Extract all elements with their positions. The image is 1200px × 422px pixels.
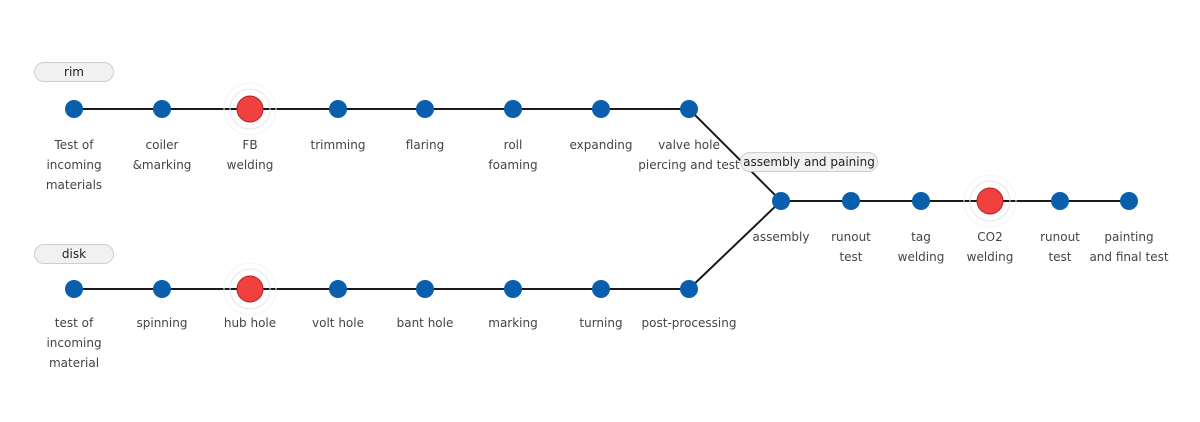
highlight-ring: [963, 174, 1017, 228]
assembly-step-label: painting and final test: [1089, 230, 1169, 264]
assembly-step-node: [842, 192, 860, 210]
rim-step-label: expanding: [569, 138, 633, 152]
disk-step-node: [504, 280, 522, 298]
assembly-step-label: runout test: [1040, 230, 1080, 264]
assembly-step-label: assembly: [752, 230, 810, 244]
disk-step-node: [223, 262, 277, 316]
node-dot: [592, 100, 610, 118]
rim-step-node: [153, 100, 171, 118]
disk-step-label: post-processing: [641, 316, 737, 330]
rim-step-label: valve hole piercing and test: [638, 138, 740, 172]
rim-step-node: [416, 100, 434, 118]
disk-step-node: [65, 280, 83, 298]
assembly-step-node: [912, 192, 930, 210]
flow-lines: [74, 108, 1129, 290]
node-dot: [153, 280, 171, 298]
rim-step-node: [223, 82, 277, 136]
node-dot: [65, 100, 83, 118]
highlight-ring: [229, 88, 271, 130]
node-dot: [680, 100, 698, 118]
flow-nodes: [65, 82, 1138, 316]
assembly-step-label: runout test: [831, 230, 871, 264]
node-dot: [1120, 192, 1138, 210]
disk-step-node: [329, 280, 347, 298]
highlight-node-dot: [236, 275, 264, 303]
assembly-section-label: assembly and paining: [740, 152, 878, 172]
assembly-step-node: [1120, 192, 1138, 210]
highlight-node-dot: [236, 95, 264, 123]
assembly-step-node: [1051, 192, 1069, 210]
node-dot: [842, 192, 860, 210]
disk-step-node: [416, 280, 434, 298]
node-dot: [592, 280, 610, 298]
node-dot: [153, 100, 171, 118]
rim-step-label: trimming: [310, 138, 366, 152]
rim-step-node: [680, 100, 698, 118]
disk-step-node: [680, 280, 698, 298]
highlight-ring: [223, 82, 277, 136]
disk-step-label: volt hole: [312, 316, 364, 330]
rim-step-label: FB welding: [226, 138, 274, 172]
assembly-step-node: [772, 192, 790, 210]
rim-to-assembly-connector: [688, 108, 782, 202]
node-dot: [1051, 192, 1069, 210]
disk-step-label: marking: [488, 316, 538, 330]
disk-step-node: [153, 280, 171, 298]
disk-step-label: test of incoming material: [46, 316, 102, 370]
node-dot: [416, 100, 434, 118]
highlight-ring: [969, 180, 1011, 222]
rim-section-label: rim: [34, 62, 114, 82]
highlight-node-dot: [976, 187, 1004, 215]
rim-step-label: coiler &marking: [132, 138, 192, 172]
rim-step-label: Test of incoming materials: [45, 138, 103, 192]
assembly-step-label: CO2 welding: [966, 230, 1014, 264]
disk-step-label: turning: [579, 316, 623, 330]
node-dot: [772, 192, 790, 210]
disk-step-label: spinning: [136, 316, 188, 330]
disk-step-label: bant hole: [396, 316, 454, 330]
node-dot: [329, 280, 347, 298]
node-dot: [680, 280, 698, 298]
node-dot: [416, 280, 434, 298]
node-dot: [65, 280, 83, 298]
rim-step-node: [65, 100, 83, 118]
disk-to-assembly-connector: [688, 200, 782, 290]
assembly-step-label: tag welding: [897, 230, 945, 264]
rim-step-node: [504, 100, 522, 118]
rim-step-label: roll foaming: [488, 138, 538, 172]
node-dot: [504, 280, 522, 298]
rim-step-node: [592, 100, 610, 118]
highlight-ring: [223, 262, 277, 316]
disk-step-label: hub hole: [223, 316, 277, 330]
highlight-ring: [229, 268, 271, 310]
node-dot: [329, 100, 347, 118]
rim-step-label: flaring: [405, 138, 445, 152]
node-dot: [912, 192, 930, 210]
node-dot: [504, 100, 522, 118]
assembly-step-node: [963, 174, 1017, 228]
rim-step-node: [329, 100, 347, 118]
disk-section-label: disk: [34, 244, 114, 264]
disk-step-node: [592, 280, 610, 298]
